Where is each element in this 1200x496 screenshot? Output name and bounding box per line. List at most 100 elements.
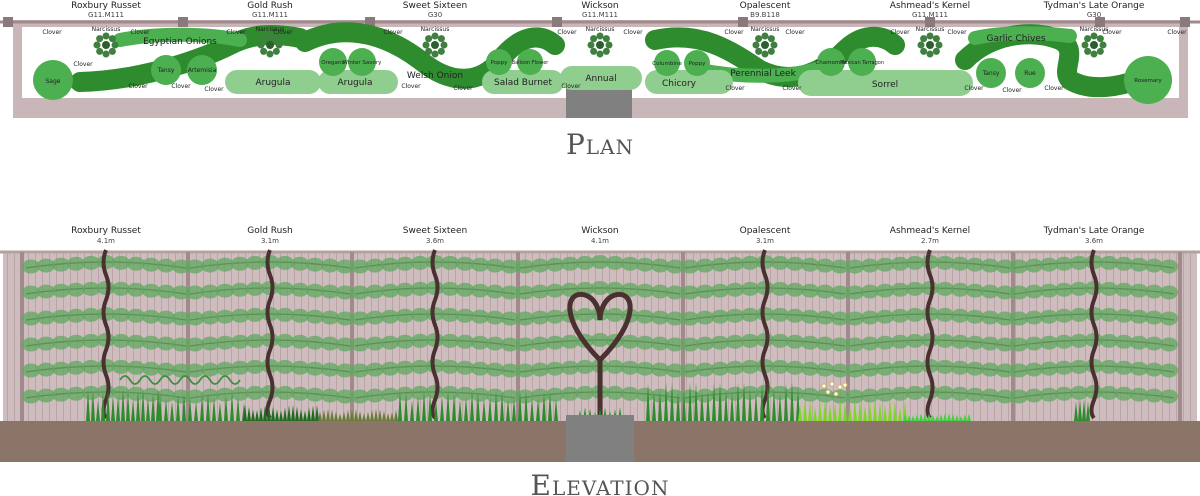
trunk: [1089, 249, 1099, 420]
label-columbine: Columbine: [652, 61, 682, 67]
elevation-tree-name: Sweet Sixteen: [403, 226, 467, 236]
herb-artemisia: [187, 55, 217, 85]
curly-garlic: [119, 375, 241, 385]
label-rue: Rue: [1024, 70, 1036, 77]
elevation-tree-height: 2.7m: [921, 237, 939, 245]
herb-poppy-west: [486, 49, 512, 75]
label-narcissus: Narcissus: [256, 26, 285, 33]
herb-oregano: [319, 48, 347, 76]
elevation-tree-name: Roxbury Russet: [71, 226, 141, 236]
label-narcissus: Narcissus: [92, 26, 121, 33]
plan-tree-rootstock: G30: [428, 11, 442, 19]
plan-path: [566, 88, 632, 118]
herb-balloon-flower: [517, 49, 543, 75]
label-narcissus: Narcissus: [421, 26, 450, 33]
plan-post: [365, 17, 375, 27]
label-egyptian-onions: Egyptian Onions: [143, 37, 217, 47]
elevation-tree-name: Wickson: [581, 226, 618, 236]
trunk: [430, 249, 440, 420]
label-clover: Clover: [226, 29, 246, 36]
herb-tansy-west: [151, 55, 181, 85]
label-clover: Clover: [1167, 29, 1187, 36]
label-perennial-leek: Perennial Leek: [730, 69, 796, 79]
label-tansy-east: Tansy: [982, 70, 1000, 77]
label-clover: Clover: [561, 83, 581, 90]
label-clover: Clover: [1002, 87, 1022, 94]
plan-tree-name: Roxbury Russet: [71, 1, 141, 11]
herb-tansy-east: [976, 58, 1006, 88]
label-oregano: Oregano: [321, 60, 345, 66]
plan-post: [925, 17, 935, 27]
elevation-post: [350, 252, 354, 422]
plan-post: [552, 17, 562, 27]
label-clover: Clover: [890, 29, 910, 36]
plan-tree-rootstock: B9.B118: [750, 11, 780, 19]
label-narcissus: Narcissus: [916, 26, 945, 33]
herb-winter-savory: [348, 48, 376, 76]
espalier-canopy: [22, 255, 190, 404]
elevation-post: [186, 252, 190, 422]
label-welsh-onion: Welsh Onion: [407, 71, 463, 81]
elevation-post: [516, 252, 520, 422]
label-clover: Clover: [724, 29, 744, 36]
plan-tree-name: Tydman's Late Orange: [1043, 1, 1145, 11]
elevation-trunks: [101, 249, 1099, 420]
label-arugula-1: Arugula: [256, 78, 291, 88]
herb-rue: [1015, 58, 1045, 88]
narcissus-ring: [257, 32, 283, 58]
elevation-tree-name: Tydman's Late Orange: [1043, 226, 1145, 236]
plan-tree-rootstock: G11.M111: [912, 11, 948, 19]
elevation-posts: [20, 252, 1182, 422]
label-clover: Clover: [383, 29, 403, 36]
trunk: [760, 249, 770, 420]
plan-narcissus-rings: Narcissus Narcissus Narcissus Narcissus Narc…: [92, 26, 1108, 58]
plan-tree-name: Ashmead's Kernel: [890, 1, 970, 11]
plan-tree-rootstock: G11.M111: [582, 11, 618, 19]
label-clover: Clover: [42, 29, 62, 36]
narcissus-ring: [587, 32, 613, 58]
label-mexican-tarragon: Mexican Tarragon: [840, 60, 884, 66]
wickson-heart-trunk: [567, 291, 633, 362]
trunk: [265, 249, 275, 420]
plan-herb-circles: [33, 48, 1172, 104]
label-poppy-west: Poppy: [491, 60, 508, 66]
herb-poppy-east: [684, 50, 710, 76]
label-garlic-chives: Garlic Chives: [986, 34, 1045, 44]
label-narcissus: Narcissus: [586, 26, 615, 33]
label-clover: Clover: [128, 83, 148, 90]
espalier-canopy: [351, 255, 519, 404]
plan-view: Narcissus Narcissus Narcissus Narcissus Narc…: [0, 1, 1200, 118]
elevation-tree-height: 4.1m: [97, 237, 115, 245]
elevation-path: [566, 415, 634, 462]
herb-rosemary: [1124, 56, 1172, 104]
herb-mexican-tarragon: [848, 48, 876, 76]
narcissus-ring: [917, 32, 943, 58]
chamomile-flowers: [821, 381, 848, 397]
mid-band-onions: [113, 27, 247, 47]
label-clover: Clover: [785, 29, 805, 36]
plan-post: [738, 17, 748, 27]
label-clover: Clover: [401, 83, 421, 90]
label-clover: Clover: [273, 29, 293, 36]
label-clover: Clover: [1102, 29, 1122, 36]
label-rosemary: Rosemary: [1134, 78, 1162, 84]
mid-band-garlic: [968, 26, 1077, 45]
label-arugula-2: Arugula: [338, 78, 373, 88]
label-sage: Sage: [46, 78, 61, 85]
label-clover: Clover: [453, 85, 473, 92]
label-sorrel: Sorrel: [872, 80, 898, 90]
plan-tree-name: Wickson: [581, 1, 618, 11]
label-winter-savory: Winter Savory: [343, 60, 383, 66]
bed-sorrel: [798, 70, 973, 96]
elevation-post: [1011, 252, 1015, 422]
plan-tree-name: Sweet Sixteen: [403, 1, 467, 11]
dark-band-sweet-sixteen: [295, 22, 565, 89]
herb-chamomile: [817, 48, 845, 76]
narcissus-ring: [1081, 32, 1107, 58]
narcissus-ring: [93, 32, 119, 58]
plan-tree-rootstock: G11.M111: [88, 11, 124, 19]
bed-arugula-2: [318, 70, 398, 94]
elevation-post: [681, 252, 685, 422]
elevation-post: [20, 252, 24, 422]
